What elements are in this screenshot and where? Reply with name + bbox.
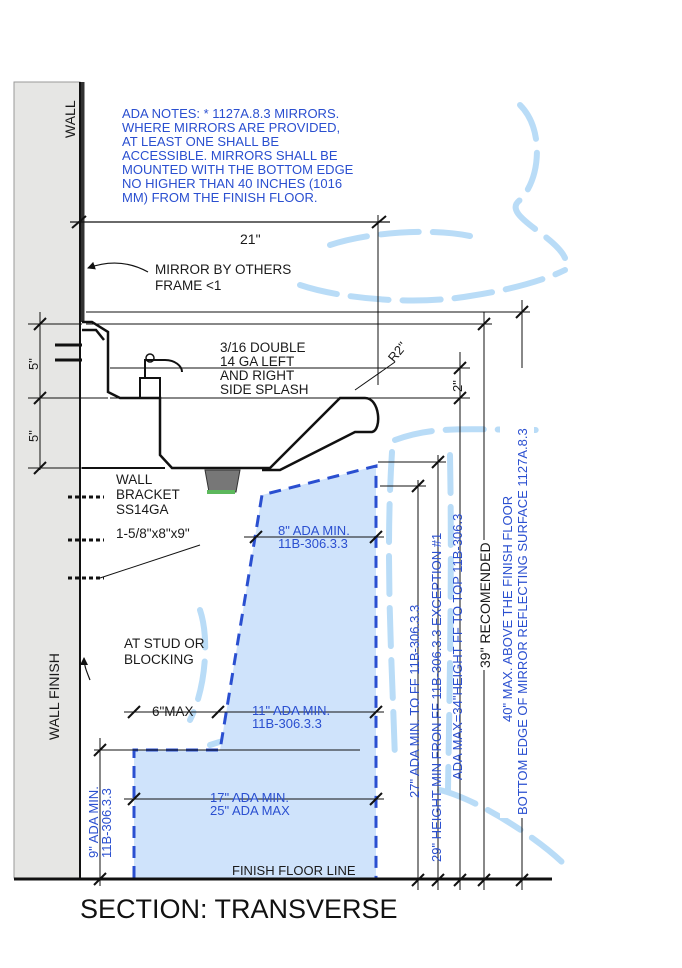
dim-9: 9" ADA MIN. 11B-306.3.3 [86,738,114,886]
wall-finish-label: WALL FINISH [46,653,62,740]
svg-text:BOTTOM EDGE OF MIRROR REFLECTI: BOTTOM EDGE OF MIRROR REFLECTING SURFACE… [515,428,530,815]
splash-label: 3/16 DOUBLE 14 GA LEFT AND RIGHT SIDE SP… [220,340,309,397]
bracket-size-label: 1-5/8"x8"x9" [116,526,190,541]
dim-8: 8" ADA MIN. 11B-306.3.3 [244,523,384,551]
knee-toe-clearance-area [134,466,376,878]
svg-text:5": 5" [26,430,41,442]
svg-text:27" ADA MIN. TO FF 11B-306.3.3: 27" ADA MIN. TO FF 11B-306.3.3 [407,605,422,798]
svg-text:11B-306.3.3: 11B-306.3.3 [252,716,322,731]
svg-text:2": 2" [450,380,465,392]
svg-text:5": 5" [26,358,41,370]
svg-text:40" MAX. ABOVE THE FINISH FLOO: 40" MAX. ABOVE THE FINISH FLOOR [500,496,515,722]
svg-text:ADA MAX=34"HEIGHT FF TO TOP 11: ADA MAX=34"HEIGHT FF TO TOP 11B-306.3 [450,514,465,780]
r2-label: R2" [385,339,410,365]
svg-text:11" ADA MIN.: 11" ADA MIN. [252,703,330,718]
dim-6-11: 6"MAX 11" ADA MIN. 11B-306.3.3 [124,703,384,731]
svg-text:6"MAX: 6"MAX [152,704,194,719]
svg-text:39" RECOMENDED: 39" RECOMENDED [477,542,493,668]
sink-profile [55,320,380,580]
stud-label: AT STUD OR BLOCKING [124,636,208,667]
dim-5-stack: 5" 5" [26,312,108,475]
svg-text:21": 21" [240,231,261,247]
finish-floor-label: FINISH FLOOR LINE [232,863,356,878]
wall [13,81,81,879]
mirror [81,82,85,322]
vertical-dims: 27" ADA MIN. TO FF 11B-306.3.3 29" HEIGH… [378,300,534,890]
dim-2: 2" [110,352,470,405]
svg-text:25" ADA MAX: 25" ADA MAX [210,803,290,818]
sketch-strokes [187,102,568,868]
mirror-label: MIRROR BY OTHERS FRAME <1 [155,262,295,293]
ada-notes: ADA NOTES: * 1127A.8.3 MIRRORS. WHERE MI… [122,106,357,205]
svg-text:29" HEIGHT MIN FRON FF 11B-306: 29" HEIGHT MIN FRON FF 11B-306.3.3 EXCEP… [429,533,444,862]
svg-text:8" ADA MIN.: 8" ADA MIN. [278,523,350,538]
bracket-label: WALL BRACKET SS14GA [116,472,183,517]
clearance-outline [132,464,378,878]
svg-text:11B-306.3.3: 11B-306.3.3 [99,788,114,858]
dim-21: 21" [70,215,390,385]
section-title: SECTION: TRANSVERSE [80,894,398,924]
wall-label: WALL [62,100,78,138]
svg-text:17" ADA MIN.: 17" ADA MIN. [210,790,289,805]
svg-text:9" ADA MIN.: 9" ADA MIN. [86,786,101,858]
svg-text:11B-306.3.3: 11B-306.3.3 [278,536,348,551]
dim-17: 17" ADA MIN. 25" ADA MAX [124,790,384,818]
